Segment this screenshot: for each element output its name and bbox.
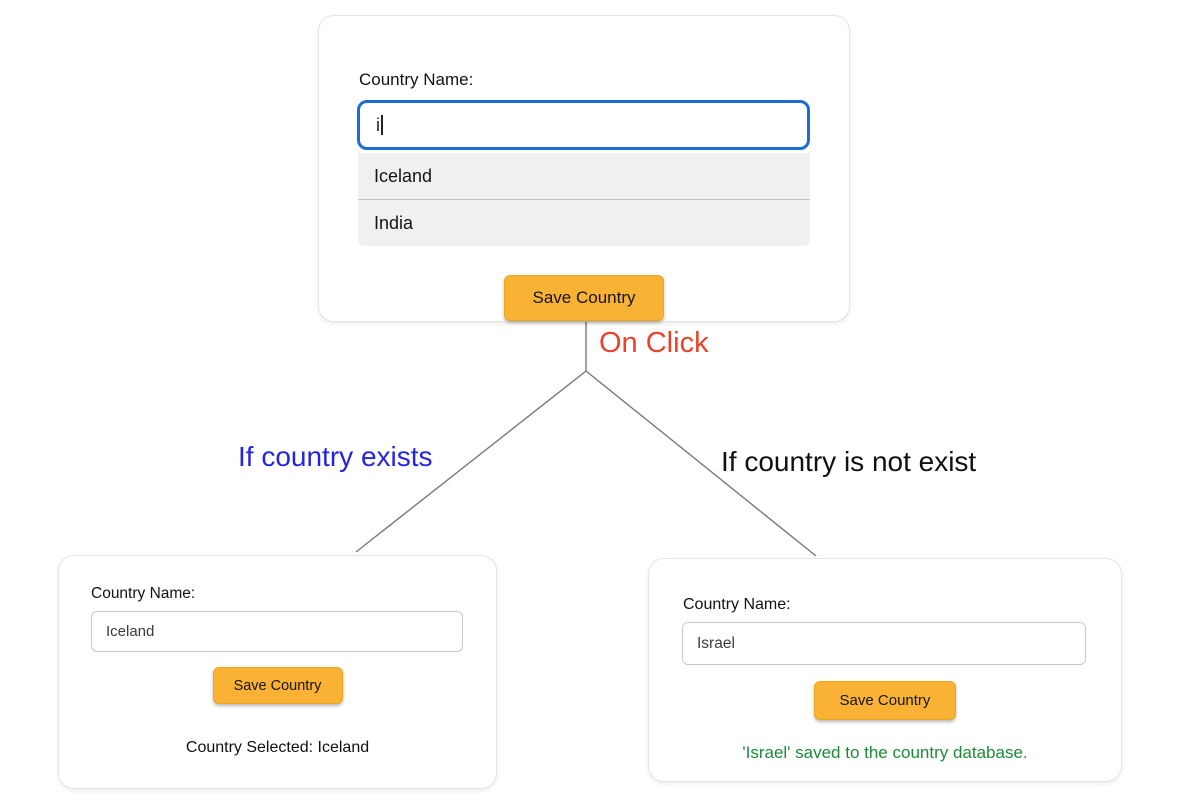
main-form-card: Country Name: i Iceland India Save Count… [318, 15, 850, 322]
country-name-label: Country Name: [683, 596, 791, 613]
save-country-button[interactable]: Save Country [212, 667, 343, 704]
save-country-button[interactable]: Save Country [814, 681, 956, 720]
branch-label-country-exists: If country exists [238, 441, 433, 472]
dropdown-option-iceland[interactable]: Iceland [374, 166, 433, 186]
country-not-exist-card: Country Name: Save Country 'Israel' save… [648, 558, 1122, 782]
country-name-label: Country Name: [91, 585, 196, 602]
saved-success-text: 'Israel' saved to the country database. [742, 743, 1028, 762]
country-name-label: Country Name: [359, 70, 474, 89]
branch-label-country-not-exist: If country is not exist [721, 446, 977, 477]
country-name-input-text: i [376, 114, 380, 135]
country-exists-card: Country Name: Save Country Country Selec… [58, 555, 497, 789]
country-selected-text: Country Selected: Iceland [185, 739, 370, 756]
save-country-button[interactable]: Save Country [504, 275, 664, 321]
dropdown-separator [358, 199, 810, 200]
country-name-input[interactable] [91, 611, 463, 652]
autocomplete-dropdown: Iceland India [358, 153, 810, 246]
dropdown-option-india[interactable]: India [374, 213, 414, 233]
country-name-input[interactable] [682, 622, 1086, 665]
on-click-label: On Click [599, 327, 709, 359]
text-caret [381, 115, 383, 135]
country-name-input[interactable]: i [357, 100, 810, 150]
